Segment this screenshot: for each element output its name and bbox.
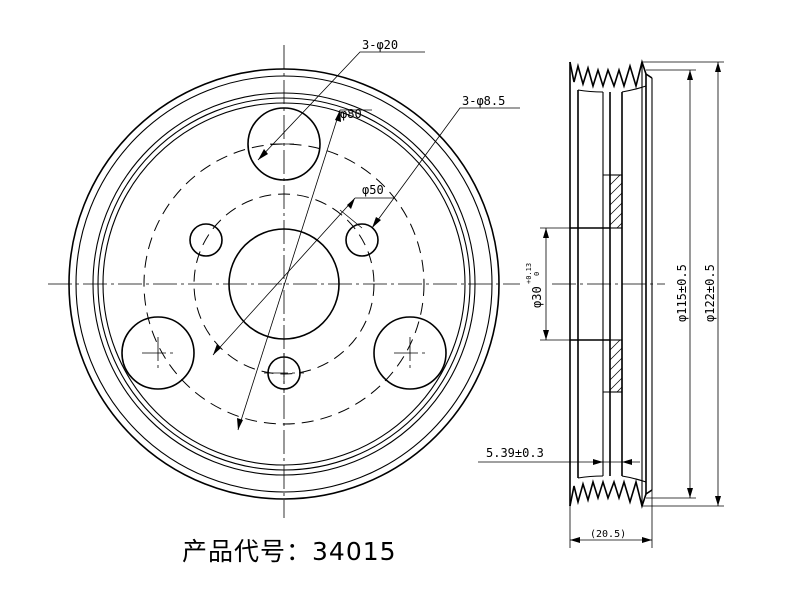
front-view xyxy=(48,45,520,518)
label-bore-phi30: φ30 xyxy=(530,286,544,308)
label-3-phi8-5: 3-φ8.5 xyxy=(462,94,505,108)
label-bore-tol-upper: +0.13 xyxy=(525,263,533,284)
label-3-phi20: 3-φ20 xyxy=(362,38,398,52)
label-phi122: φ122±0.5 xyxy=(703,264,717,322)
label-phi80: φ80 xyxy=(340,107,362,121)
label-offset: 5.39±0.3 xyxy=(486,446,544,460)
product-code-caption: 产品代号：34015 xyxy=(182,532,397,568)
hatch-lower xyxy=(609,339,623,393)
bottom-groove-profile xyxy=(569,478,653,509)
large-hole-left xyxy=(121,316,195,390)
label-phi115: φ115±0.5 xyxy=(675,264,689,322)
label-width: (20.5) xyxy=(590,529,626,540)
hatch-upper xyxy=(609,174,623,229)
small-hole-right xyxy=(345,223,379,257)
label-phi50: φ50 xyxy=(362,183,384,197)
side-view xyxy=(478,59,724,548)
product-code-label: 产品代号： xyxy=(182,537,313,566)
large-hole-right xyxy=(373,316,447,390)
top-groove-profile xyxy=(569,59,653,90)
product-code-value: 34015 xyxy=(312,537,397,566)
label-bore-tol-lower: 0 xyxy=(533,272,541,276)
small-hole-left xyxy=(189,223,223,257)
